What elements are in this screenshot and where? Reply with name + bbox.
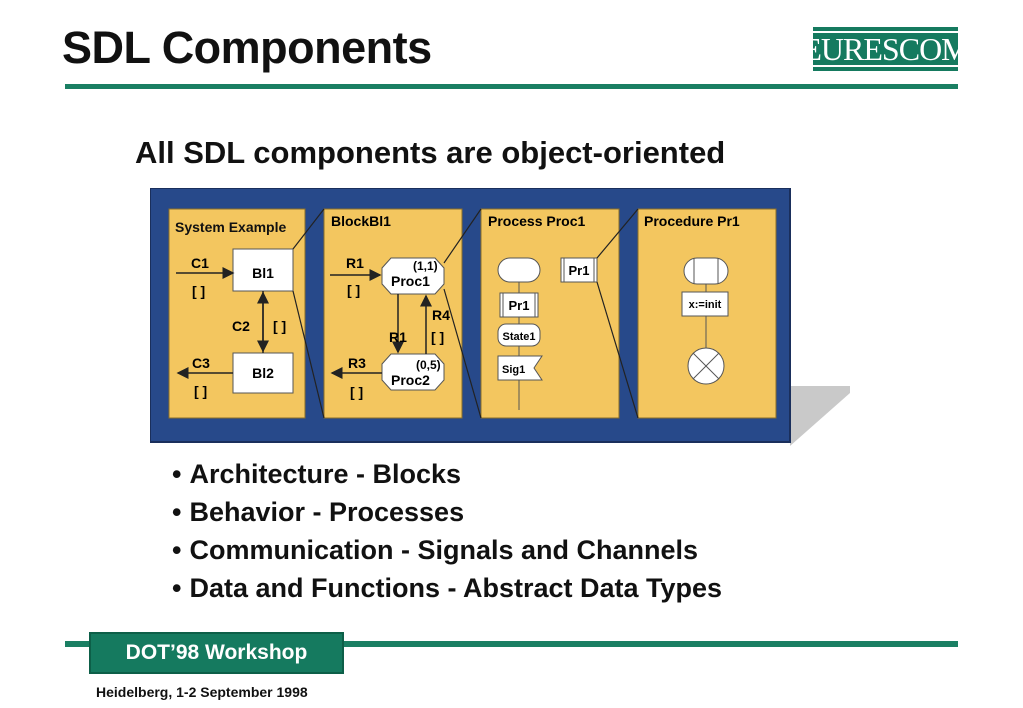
bullet-list: Architecture - Blocks Behavior - Process… [172,455,722,607]
process-proc1 [381,257,445,295]
diagram-shadow [790,386,850,446]
footer-divider-left [65,641,89,647]
proc1-count: (1,1) [413,259,438,273]
block-bl1-label: Bl1 [252,265,274,281]
logo-text: EURESCOM [796,31,975,67]
proc2-label: Proc2 [391,372,430,388]
bullet-item: Behavior - Processes [172,493,722,531]
start-symbol [497,257,541,283]
panel-system-title: System Example [175,219,286,235]
route-r1-top-label: R1 [346,255,364,271]
route-r3-signals: [ ] [350,384,363,400]
zoom-lines [292,208,639,419]
panel-block-title: BlockBl1 [331,213,391,229]
process-proc2 [381,353,445,391]
panel-process-title: Process Proc1 [488,213,585,229]
route-r4-label: R4 [432,307,450,323]
page-title: SDL Components [62,22,432,73]
channel-c3-label: C3 [192,355,210,371]
signal-input-symbol [497,355,543,381]
bullet-item: Architecture - Blocks [172,455,722,493]
footer-date: Heidelberg, 1-2 September 1998 [96,684,308,700]
bullet-item: Data and Functions - Abstract Data Types [172,569,722,607]
route-r3-label: R3 [348,355,366,371]
footer-divider-right [344,641,958,647]
channel-c1-label: C1 [191,255,209,271]
block-bl2-label: Bl2 [252,365,274,381]
state-label: State1 [502,331,535,343]
procedure-call-pr1-label: Pr1 [509,298,530,313]
route-r1-mid-label: R1 [389,329,407,345]
procedure-ref-pr1 [560,257,598,283]
footer-workshop-box: DOT’98 Workshop [89,632,344,674]
procedure-start-symbol [683,257,729,285]
task-symbol [681,291,729,317]
route-r1-top-signals: [ ] [347,282,360,298]
block-bl2 [232,352,294,394]
header-divider [65,84,958,89]
bullet-item: Communication - Signals and Channels [172,531,722,569]
task-label: x:=init [689,299,722,311]
signal-label: Sig1 [502,364,525,376]
sdl-diagram: System Example Bl1 Bl2 C1 [ ] C2 [ ] C3 … [150,188,850,446]
proc2-count: (0,5) [416,358,441,372]
slide-subtitle: All SDL components are object-oriented [135,135,726,170]
proc1-label: Proc1 [391,273,430,289]
channel-c1-signals: [ ] [192,283,205,299]
channel-c2-signals: [ ] [273,318,286,334]
eurescom-logo: EURESCOM [796,27,975,71]
route-r4-signals: [ ] [431,329,444,345]
channel-c3-signals: [ ] [194,383,207,399]
panel-procedure-title: Procedure Pr1 [644,213,740,229]
procedure-call-pr1 [499,292,539,318]
procedure-ref-pr1-label: Pr1 [569,263,590,278]
channel-c2-label: C2 [232,318,250,334]
